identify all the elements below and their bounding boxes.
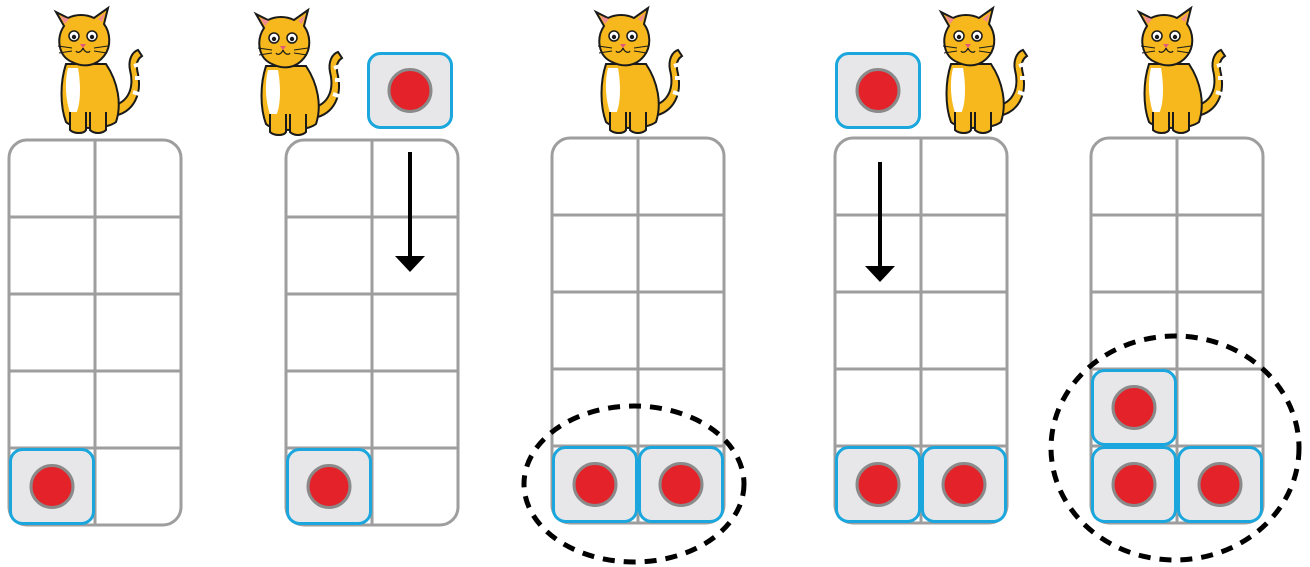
red-counter-icon: [658, 462, 704, 507]
red-counter-icon: [941, 462, 987, 507]
red-counter-icon: [572, 462, 618, 507]
frame-counter: [9, 448, 95, 525]
panel-5: [1048, 6, 1302, 563]
down-arrow-icon: [865, 162, 895, 282]
red-counter-icon: [1111, 462, 1157, 507]
cat-icon: [54, 6, 144, 135]
frame-counter: [921, 446, 1007, 523]
arrow-head: [395, 256, 425, 272]
arrow-head: [865, 266, 895, 282]
cat-icon: [594, 6, 684, 135]
cat-icon: [1137, 6, 1227, 135]
panel-1: [7, 6, 183, 527]
red-counter-icon: [1197, 462, 1243, 507]
panel-2: [254, 8, 460, 527]
red-counter-icon: [29, 464, 75, 509]
dashed-circle-icon: [521, 403, 747, 565]
down-arrow-icon: [395, 152, 425, 272]
red-counter-icon: [387, 68, 433, 113]
red-counter-icon: [855, 462, 901, 507]
red-counter-icon: [855, 68, 901, 113]
frame-counter: [286, 448, 372, 525]
pending-counter: [367, 52, 453, 129]
red-counter-icon: [306, 464, 352, 509]
frame-counter: [835, 446, 921, 523]
panel-4: [833, 6, 1029, 525]
frame-counter: [1091, 446, 1177, 523]
red-counter-icon: [1111, 385, 1157, 430]
frame-counter: [638, 446, 724, 523]
frame-counter: [1177, 446, 1263, 523]
ten-frame: [833, 136, 1009, 525]
cat-icon: [939, 6, 1029, 135]
panel-3: [521, 6, 747, 565]
frame-counter: [1091, 369, 1177, 446]
frame-counter: [552, 446, 638, 523]
dashed-circle-icon: [1048, 333, 1302, 563]
cat-icon: [254, 8, 344, 137]
pending-counter: [835, 52, 921, 129]
